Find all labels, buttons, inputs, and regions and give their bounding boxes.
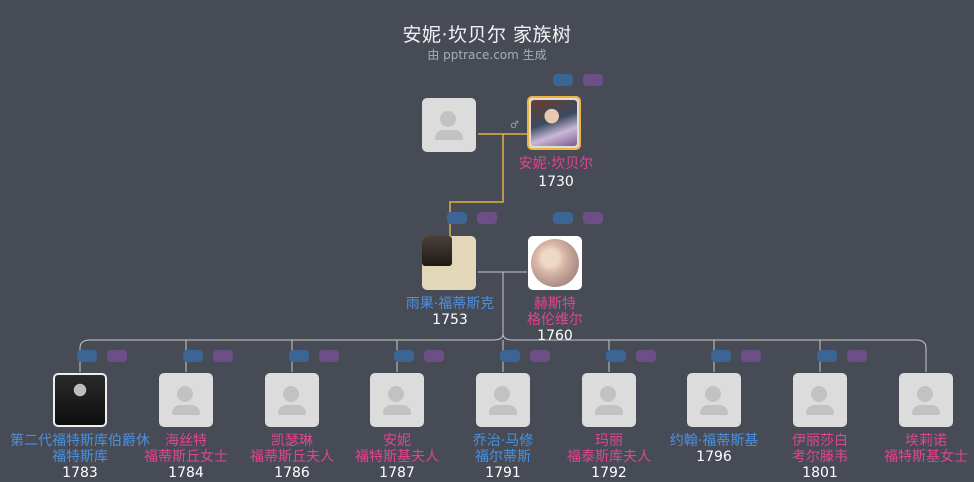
john-fortescue-avatar[interactable] (687, 373, 741, 427)
hester-grenville-year: 1760 (537, 328, 573, 344)
elizabeth-name[interactable]: 伊丽莎白考尔滕韦 (792, 433, 848, 465)
george-matthew-year: 1791 (485, 465, 521, 481)
child-7-mother-button[interactable] (741, 350, 761, 362)
george-matthew-avatar[interactable] (476, 373, 530, 427)
hugo-father-button[interactable] (447, 212, 467, 224)
hugo-mother-button[interactable] (477, 212, 497, 224)
catherine-fortescue-avatar[interactable] (265, 373, 319, 427)
hugo-fortescue-year: 1753 (432, 312, 468, 328)
child-1-mother-button[interactable] (107, 350, 127, 362)
child-2-father-button[interactable] (183, 350, 203, 362)
hester-fortescue-year: 1784 (168, 465, 204, 481)
father-expand-button[interactable] (553, 74, 573, 86)
catherine-fortescue-name[interactable]: 凯瑟琳福蒂斯丘夫人 (250, 433, 334, 465)
catherine-fortescue-year: 1786 (274, 465, 310, 481)
anne-fortescue-name[interactable]: 安妮福特斯基夫人 (355, 433, 439, 465)
elizabeth-avatar[interactable] (793, 373, 847, 427)
mary-fortescue-avatar[interactable] (582, 373, 636, 427)
child-3-mother-button[interactable] (319, 350, 339, 362)
hugh-fortescue-avatar[interactable] (53, 373, 107, 427)
hugh-fortescue-name[interactable]: 第二代福特斯库伯爵休福特斯库 (10, 433, 150, 465)
elizabeth-year: 1801 (802, 465, 838, 481)
hester-fortescue-avatar[interactable] (159, 373, 213, 427)
john-fortescue-year: 1796 (696, 449, 732, 465)
child-3-father-button[interactable] (289, 350, 309, 362)
family-line-sibling-bar (79, 333, 927, 372)
child-7-father-button[interactable] (711, 350, 731, 362)
child-2-mother-button[interactable] (213, 350, 233, 362)
anne-campbell-year: 1730 (538, 174, 574, 190)
hester-fortescue-name[interactable]: 海丝特福蒂斯丘女士 (144, 433, 228, 465)
child-8-mother-button[interactable] (847, 350, 867, 362)
anne-campbell-avatar[interactable] (527, 96, 581, 150)
marriage-symbol: ♂ (510, 120, 519, 131)
hester-grenville-avatar[interactable] (528, 236, 582, 290)
hester-father-button[interactable] (553, 212, 573, 224)
child-5-mother-button[interactable] (530, 350, 550, 362)
child-4-mother-button[interactable] (424, 350, 444, 362)
hester-grenville-name[interactable]: 赫斯特格伦维尔 (527, 296, 583, 328)
spouse-placeholder-avatar[interactable] (422, 98, 476, 152)
mary-fortescue-name[interactable]: 玛丽福泰斯库夫人 (567, 433, 651, 465)
george-matthew-name[interactable]: 乔治·马修福尔蒂斯 (472, 433, 534, 465)
child-6-mother-button[interactable] (636, 350, 656, 362)
mary-fortescue-year: 1792 (591, 465, 627, 481)
john-fortescue-name[interactable]: 约翰·福蒂斯基 (669, 433, 759, 449)
anne-campbell-name[interactable]: 安妮·坎贝尔 (518, 156, 594, 172)
page-title: 安妮·坎贝尔 家族树 (402, 24, 572, 46)
eleanor-fortescue-name[interactable]: 埃莉诺福特斯基女士 (884, 433, 968, 465)
mother-expand-button[interactable] (583, 74, 603, 86)
child-1-father-button[interactable] (77, 350, 97, 362)
child-5-father-button[interactable] (500, 350, 520, 362)
page-subtitle: 由 pptrace.com 生成 (427, 48, 547, 62)
hugo-fortescue-avatar[interactable] (422, 236, 476, 290)
child-8-father-button[interactable] (817, 350, 837, 362)
eleanor-fortescue-avatar[interactable] (899, 373, 953, 427)
hugh-fortescue-year: 1783 (62, 465, 98, 481)
hester-mother-button[interactable] (583, 212, 603, 224)
anne-fortescue-year: 1787 (379, 465, 415, 481)
child-4-father-button[interactable] (394, 350, 414, 362)
hugo-fortescue-name[interactable]: 雨果·福蒂斯克 (405, 296, 495, 312)
anne-fortescue-avatar[interactable] (370, 373, 424, 427)
child-6-father-button[interactable] (606, 350, 626, 362)
